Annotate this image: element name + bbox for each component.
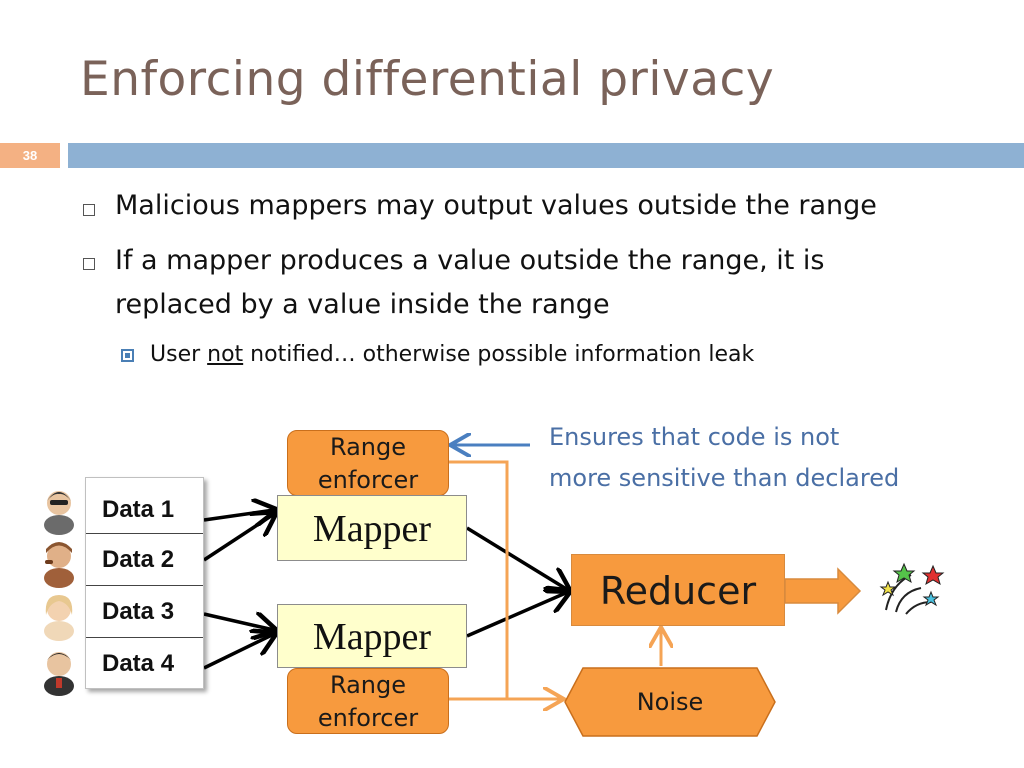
range-enforcer-label: Range bbox=[329, 671, 407, 699]
sub-bullet-emphasis: not bbox=[207, 342, 244, 367]
title-divider-bar bbox=[68, 143, 1024, 168]
arrow-mapper1-reducer bbox=[466, 526, 568, 590]
bullet-text: Malicious mappers may output values outs… bbox=[115, 190, 877, 221]
annotation-text: Ensures that code is not bbox=[549, 423, 840, 451]
mapper-bottom: Mapper bbox=[277, 604, 467, 668]
reducer-box: Reducer bbox=[571, 554, 785, 626]
data-item: Data 4 bbox=[86, 637, 203, 689]
range-enforcer-label: enforcer bbox=[317, 704, 419, 732]
slide-title: Enforcing differential privacy bbox=[80, 52, 775, 107]
sub-bullet-prefix: User bbox=[150, 342, 208, 367]
bullet-square-icon bbox=[83, 258, 95, 270]
range-enforcer-label: enforcer bbox=[317, 466, 419, 494]
data-item: Data 3 bbox=[86, 585, 203, 637]
user-avatar-icon bbox=[44, 491, 74, 535]
bullet-text: replaced by a value inside the range bbox=[115, 289, 610, 320]
annotation-text: more sensitive than declared bbox=[549, 464, 900, 492]
range-enforcer-bottom: Range enforcer bbox=[287, 668, 449, 734]
data-item: Data 1 bbox=[102, 496, 175, 523]
arrow-data3-mapper2 bbox=[203, 614, 274, 630]
reducer-output-arrow bbox=[784, 567, 862, 615]
arrow-data2-mapper1 bbox=[203, 514, 274, 562]
range-enforcer-top: Range enforcer bbox=[287, 430, 449, 496]
data-item: Data 2 bbox=[86, 533, 203, 585]
fireworks-icon bbox=[879, 562, 945, 615]
arrow-data4-mapper2 bbox=[203, 634, 274, 670]
bullet-square-icon bbox=[83, 204, 95, 216]
mapper-top: Mapper bbox=[277, 495, 467, 561]
bullet-text: If a mapper produces a value outside the… bbox=[115, 245, 825, 276]
user-avatar-icon bbox=[44, 595, 74, 641]
user-avatar-icon bbox=[44, 652, 74, 696]
slide-number: 38 bbox=[0, 143, 60, 168]
sub-bullet-suffix: notified… otherwise possible information… bbox=[243, 342, 755, 367]
arrow-mapper2-reducer bbox=[466, 592, 568, 638]
noise-shape bbox=[564, 667, 776, 737]
user-avatar-icon bbox=[44, 542, 74, 588]
sub-bullet-square-icon bbox=[121, 349, 134, 362]
noise-label: Noise bbox=[636, 688, 704, 716]
data-partitions: Data 1 Data 2 Data 3 Data 4 bbox=[85, 477, 204, 689]
connector-enforcer-top bbox=[449, 460, 509, 699]
sub-bullet-text: User not notified… otherwise possible in… bbox=[150, 342, 754, 367]
range-enforcer-label: Range bbox=[329, 433, 407, 461]
